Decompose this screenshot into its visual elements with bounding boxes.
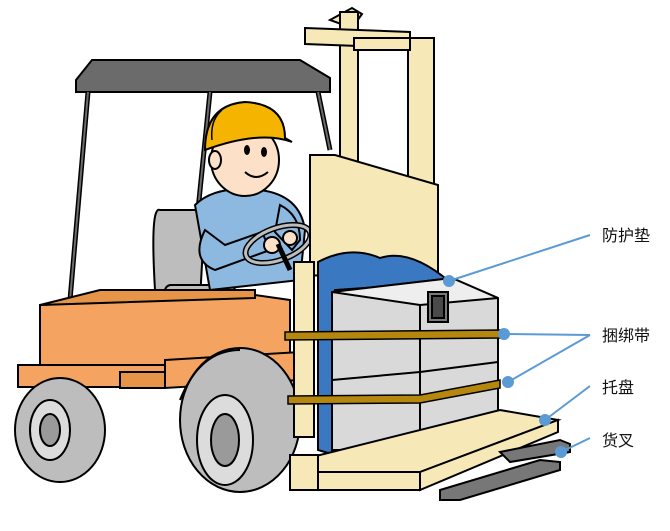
label-strapping-band: 捆绑带 (602, 326, 650, 345)
leader-dot-strap-1 (498, 328, 510, 340)
label-pallet: 托盘 (602, 378, 634, 397)
leader-dot-strap-2 (502, 376, 514, 388)
leader-line-strap-2 (508, 335, 590, 382)
leader-dot-pallet (539, 414, 551, 426)
leader-line-pallet (545, 386, 590, 420)
leader-dot-pad (443, 275, 455, 287)
front-wheel (180, 348, 300, 492)
label-fork: 货叉 (602, 431, 634, 450)
leader-line-strap-1 (504, 334, 590, 335)
label-protective-pad: 防护垫 (602, 226, 650, 245)
rear-wheel (15, 378, 105, 482)
leader-dot-fork (555, 446, 567, 458)
leader-line-pad (449, 235, 590, 281)
